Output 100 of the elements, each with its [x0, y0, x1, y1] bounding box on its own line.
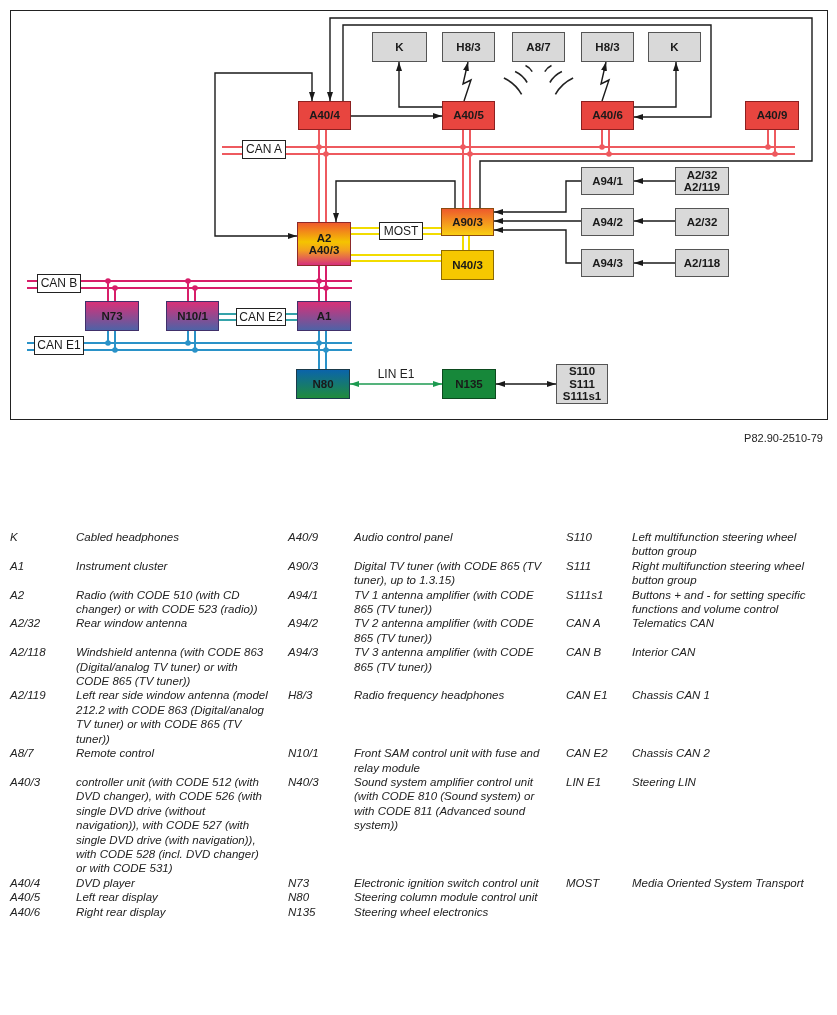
module-code: S111 [569, 377, 595, 391]
module-code: S111s1 [562, 390, 602, 403]
module-box [372, 32, 427, 62]
module-code: N73 [101, 309, 123, 323]
bus-line [318, 146, 464, 148]
arrow [633, 218, 676, 224]
module-box [581, 167, 634, 195]
module-code: A40/5 [453, 109, 484, 122]
module-code: A94/2 [592, 215, 623, 229]
part-code: A40/9 [288, 531, 319, 543]
lightning-arrow [462, 61, 473, 102]
part-description: Rear window antenna [76, 617, 188, 630]
part-description: Electronic ignition switch control unit [354, 876, 539, 889]
module-code: H8/3 [595, 40, 620, 54]
module-code: A2/32 [686, 168, 718, 181]
bus-line [218, 313, 237, 321]
arrow [327, 17, 813, 209]
bus-line [107, 342, 189, 344]
module-code: K [395, 40, 404, 54]
module-code: A2/118 [683, 256, 721, 270]
part-description: Right multifunction steering wheel button group [632, 559, 804, 587]
part-code: A40/4 [10, 876, 41, 889]
part-code: A1 [10, 559, 25, 572]
bus-label-box [379, 222, 423, 240]
bus-name: CAN A [246, 143, 282, 156]
module-code: A1 [316, 309, 332, 323]
edge-label: LIN E1 [375, 368, 417, 381]
module-code: A2 [316, 231, 332, 244]
arrow [396, 61, 443, 108]
bus-name: MOST [383, 224, 419, 238]
part-description: Cabled headphones [76, 531, 179, 543]
module-box [556, 364, 608, 404]
part-code: CAN B [566, 646, 602, 659]
module-box [581, 32, 634, 62]
part-code: A8/7 [10, 747, 34, 760]
bus-tap-line [318, 280, 320, 302]
part-code: H8/3 [288, 689, 313, 702]
module-code: A94/3 [592, 256, 623, 270]
part-description: Buttons + and - for setting specific functions and volume control [632, 588, 806, 616]
part-description: Remote control [76, 747, 154, 760]
module-code: A8/7 [526, 40, 551, 54]
module-box [441, 208, 494, 236]
part-code: N40/3 [288, 775, 319, 788]
bus-line [107, 280, 189, 282]
arrow [342, 24, 712, 120]
module-code: N10/1 [177, 309, 208, 323]
bus-tap-line [318, 330, 320, 344]
part-code: CAN E2 [566, 747, 608, 760]
bus-tap-line [318, 342, 320, 370]
module-box [297, 222, 351, 266]
bus-tap-line [601, 129, 603, 148]
part-code: A2/119 [10, 689, 46, 702]
module-code: H8/3 [456, 40, 481, 54]
module-code: A40/6 [592, 109, 623, 122]
bus-name: CAN E1 [37, 339, 81, 352]
part-description: TV 1 antenna amplifier (with CODE 865 (TV tuner)) [354, 588, 534, 616]
bus-name: CAN B [40, 277, 78, 290]
bus-tap-line [187, 280, 189, 302]
part-description: Telematics CAN [632, 617, 715, 630]
part-description: Chassis CAN 2 [632, 747, 710, 760]
bus-tap-line [318, 129, 320, 148]
module-code: A2/32 [686, 215, 718, 229]
module-box [648, 32, 701, 62]
arrow [493, 218, 582, 224]
bus-line [350, 254, 442, 262]
bus-tap-line [107, 330, 109, 344]
double-headed-arrow [495, 381, 557, 387]
part-description: controller unit (with CODE 512 (with DVD changer), with CODE 526 (with single DVD drive (without navigation)), with CODE 527 (with single DVD drive (with navigation)), with CODE 528 (incl. DVD changer) or with CODE 531) [76, 775, 262, 875]
part-description: Left rear side window antenna (model 212.2 with CODE 863 (Digital/analog TV tuner) or with CODE 865 (TV tuner)) [76, 689, 268, 745]
module-box [298, 101, 351, 130]
part-code: A2/118 [10, 646, 46, 659]
bus-line [350, 227, 380, 235]
module-box [442, 101, 495, 130]
bus-tap-line [462, 146, 464, 209]
part-description: Digital TV tuner (with CODE 865 (TV tuner), up to 1.3.15) [354, 559, 542, 587]
reference-number: P82.90-2510-79 [744, 432, 823, 445]
module-code: A40/3 [308, 244, 340, 257]
part-code: S111 [566, 559, 592, 572]
part-code: A94/2 [288, 617, 319, 630]
part-code: A2 [10, 588, 25, 601]
module-code: A40/4 [309, 109, 340, 122]
module-code: N80 [312, 377, 334, 391]
part-code: A94/3 [288, 646, 319, 659]
part-description: Right rear display [76, 905, 166, 918]
double-headed-arrow [214, 72, 315, 239]
bus-line [83, 342, 109, 344]
module-code: S110 [568, 365, 596, 378]
part-code: A2/32 [10, 617, 41, 630]
module-box [296, 369, 350, 399]
arrow [633, 61, 679, 108]
bus-tap-line [187, 330, 189, 344]
module-box [85, 301, 139, 331]
part-description: Steering LIN [632, 775, 696, 788]
bus-line [285, 313, 298, 321]
module-box [745, 101, 799, 130]
part-code: S110 [566, 531, 592, 543]
module-code: N40/3 [452, 258, 483, 272]
part-description: Chassis CAN 1 [632, 689, 710, 702]
bus-tap-line [767, 129, 769, 148]
part-description: DVD player [76, 876, 135, 889]
